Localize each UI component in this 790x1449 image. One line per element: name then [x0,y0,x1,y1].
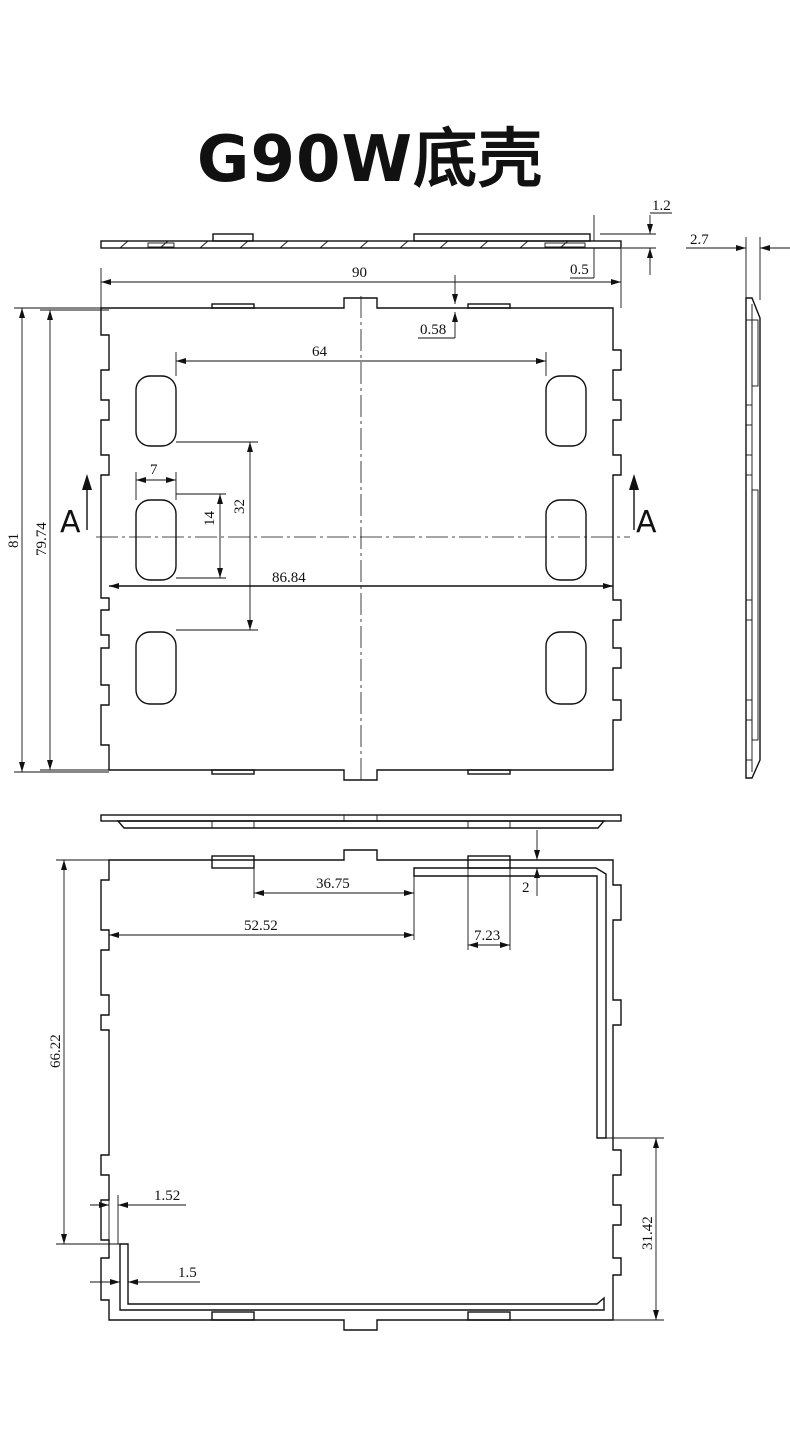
right-side-view [745,297,761,779]
section-label-right: A [636,505,657,540]
dim-1-52-group: 1.52 [90,1188,186,1244]
dim-90: 90 [352,265,367,281]
dim-66-22-group: 66.22 [48,859,120,1245]
lower-edge-view [100,814,622,829]
dim-7: 7 [150,462,158,478]
section-label-left: A [60,505,81,540]
dim-2-7: 2.7 [690,232,709,248]
dim-1-2: 1.2 [652,198,671,214]
dim-31-42-group: 31.42 [606,1137,664,1321]
dim-7-23-group: 7.23 [467,868,511,950]
dim-1-5-group: 1.5 [90,1265,200,1285]
dim-14: 14 [202,511,218,527]
dim-32-group: 32 [176,441,258,631]
dim-64: 64 [312,344,328,360]
dim-81-group: 81 79.74 [6,307,109,773]
dim-1-5: 1.5 [178,1265,197,1281]
dim-36-75-group: 36.75 [253,866,415,940]
dim-90-group: 90 [100,248,622,308]
dim-86-84-group: 86.84 [109,570,613,589]
dim-66-22: 66.22 [48,1034,64,1068]
dim-0-58: 0.58 [420,322,446,338]
dim-32: 32 [232,499,248,514]
dim-81: 81 [6,533,22,548]
dim-79-74: 79.74 [34,522,50,556]
dim-1-52: 1.52 [154,1188,180,1204]
dim-36-75: 36.75 [316,876,350,892]
section-markers: A A [60,474,657,540]
lower-plan-view [100,849,622,1331]
top-edge-view: 1.2 0.5 2.7 [100,198,790,300]
dim-14-group: 14 [176,493,226,579]
dim-7-group: 7 [135,462,177,500]
dim-0-58-group: 0.58 [418,275,458,339]
dim-52-52: 52.52 [244,918,278,934]
dim-31-42: 31.42 [640,1216,656,1250]
dim-7-23: 7.23 [474,928,500,944]
dim-52-52-group: 52.52 [109,918,414,938]
dim-2: 2 [522,880,530,896]
dim-86-84: 86.84 [272,570,306,586]
dim-64-group: 64 [175,344,547,376]
dim-0-5: 0.5 [570,262,589,278]
dim-2-group: 2 [510,830,545,896]
drawing-title: G90W底壳 [196,123,544,197]
